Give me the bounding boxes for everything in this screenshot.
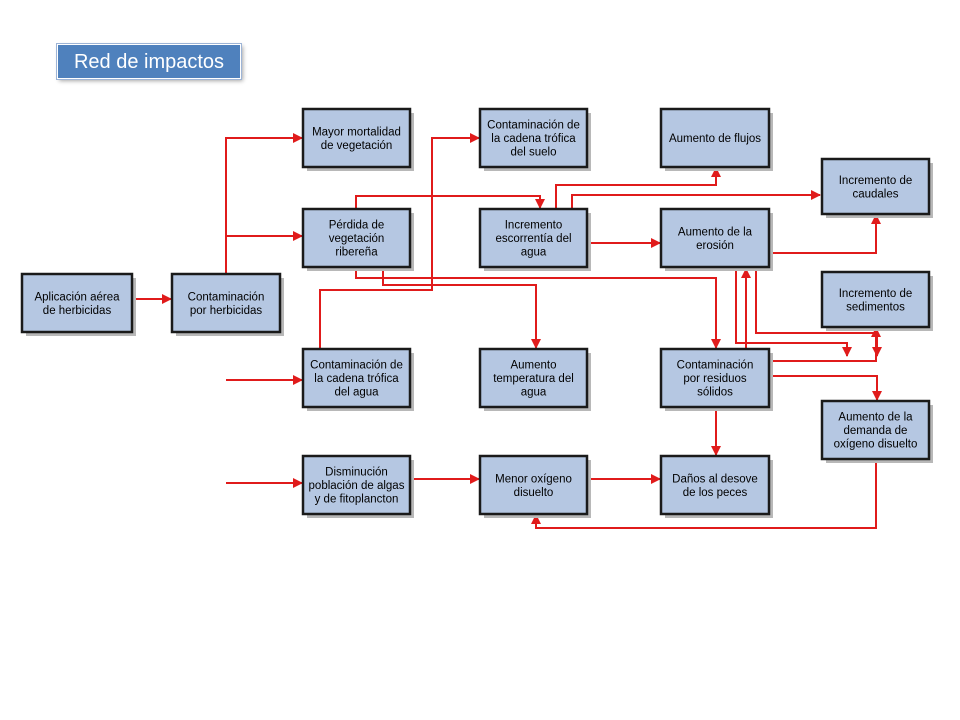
edge-perdida-vegetacion-to-residuos <box>355 268 721 349</box>
node-label-line: Pérdida de <box>329 220 385 232</box>
node-label-line: de herbicidas <box>43 305 112 317</box>
node-label-line: Aumento de la <box>678 226 753 238</box>
node-label-line: ribereña <box>335 247 378 259</box>
node-flujos: Aumento de flujos <box>659 107 773 171</box>
node-box <box>820 157 931 216</box>
node-label-line: Aumento de flujos <box>669 133 761 145</box>
edge-perdida-vegetacion-to-escorrentia <box>355 195 545 209</box>
node-box <box>659 347 771 409</box>
node-label-line: de los peces <box>683 487 748 499</box>
node-box <box>478 207 589 269</box>
node-oxigeno: Menor oxígeno disuelto <box>478 454 591 518</box>
edge-perdida-vegetacion-to-temperatura <box>382 268 541 349</box>
node-label-line: vegetación <box>329 233 385 245</box>
edge-cadena-trofica-agua-to-cadena-trofica-suelo <box>319 133 480 349</box>
node-label-line: erosión <box>696 240 734 252</box>
node-contaminacion-herbicidas: Contaminación por herbicidas <box>170 272 284 336</box>
node-label-line: Aumento <box>510 360 556 372</box>
node-label-line: y de fitoplancton <box>315 494 399 506</box>
node-label-line: oxígeno disuelto <box>834 439 918 451</box>
node-label-line: Incremento de <box>839 175 913 187</box>
node-label-line: temperatura del <box>493 373 574 385</box>
node-label-line: la cadena trófica <box>314 373 399 385</box>
edge-residuos-to-demanda-oxigeno <box>770 375 882 401</box>
node-aplicacion: Aplicación aérea de herbicidas <box>20 272 136 336</box>
node-label-line: Incremento de <box>839 288 913 300</box>
node-box <box>301 454 412 516</box>
node-box <box>170 272 282 334</box>
node-label-line: Incremento <box>505 220 563 232</box>
node-label-line: agua <box>521 247 547 259</box>
node-label-line: por herbicidas <box>190 305 262 317</box>
node-label-line: demanda de <box>844 425 908 437</box>
node-label-line: Daños al desove <box>672 473 758 485</box>
node-label-line: Contaminación de <box>310 360 403 372</box>
node-label-line: de vegetación <box>321 140 393 152</box>
node-label-line: disuelto <box>514 487 554 499</box>
edge-escorrentia-to-caudales <box>571 190 821 209</box>
node-label-line: población de algas <box>309 480 405 492</box>
edge-residuos-to-sedimentos <box>770 327 881 362</box>
node-label-line: caudales <box>852 188 898 200</box>
node-label-line: Aumento de la <box>838 412 913 424</box>
node-label-line: agua <box>521 387 547 399</box>
node-label-line: escorrentía del <box>495 233 571 245</box>
node-label-line: Contaminación <box>188 291 265 303</box>
node-label-line: Contaminación <box>677 360 754 372</box>
node-label-line: sólidos <box>697 387 733 399</box>
node-label-line: por residuos <box>683 373 747 385</box>
node-box <box>659 207 771 269</box>
node-box <box>478 454 589 516</box>
node-label-line: la cadena trófica <box>491 133 576 145</box>
edge-contaminacion-herbicidas-to-mortalidad-vegetacion <box>225 133 303 274</box>
node-label-line: Aplicación aérea <box>34 291 120 303</box>
node-erosion: Aumento de la erosión <box>659 207 773 271</box>
node-box <box>301 207 412 269</box>
edge-erosion-to-caudales <box>770 214 881 254</box>
node-box <box>478 347 589 409</box>
node-label-line: del agua <box>334 387 379 399</box>
edge-erosion-to-sedimentos <box>735 268 852 357</box>
node-box <box>301 107 412 169</box>
node-box <box>820 399 931 461</box>
node-label-line: Contaminación de <box>487 120 580 132</box>
node-desove: Daños al desove de los peces <box>659 454 773 518</box>
node-box <box>820 270 931 329</box>
node-box <box>301 347 412 409</box>
node-box <box>659 107 771 169</box>
node-box <box>20 272 134 334</box>
node-mortalidad-vegetacion: Mayor mortalidad de vegetación <box>301 107 414 171</box>
edges-layer <box>133 133 882 529</box>
node-label-line: Mayor mortalidad <box>312 126 401 138</box>
node-label-line: Disminución <box>325 467 388 479</box>
page-title: Red de impactos <box>57 44 241 79</box>
edge-demanda-oxigeno-to-oxigeno <box>531 460 877 529</box>
edge-escorrentia-to-flujos <box>555 167 721 209</box>
node-label-line: del suelo <box>510 147 556 159</box>
node-label-line: sedimentos <box>846 301 905 313</box>
node-box <box>478 107 589 169</box>
node-label-line: Menor oxígeno <box>495 473 572 485</box>
node-box <box>659 454 771 516</box>
